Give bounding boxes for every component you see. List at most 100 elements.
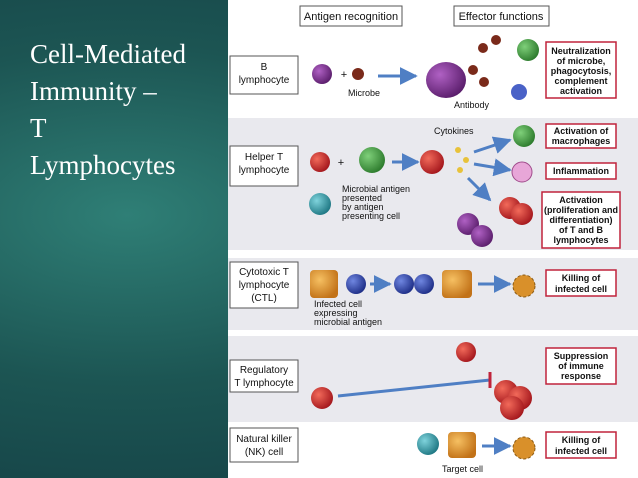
infected-label-1: Infected cell	[314, 299, 362, 309]
microbe-small-2	[478, 43, 488, 53]
microbe-small-4	[479, 77, 489, 87]
complement-icon	[511, 84, 527, 100]
cytokine-dot-3	[457, 167, 463, 173]
result-b-2: of microbe,	[557, 56, 606, 66]
result-act-5: lymphocytes	[553, 235, 608, 245]
result-killing-nk	[545, 431, 617, 459]
header-antigen-box	[299, 5, 403, 27]
plus-sign-2: +	[338, 157, 344, 169]
title-line-1: Cell-Mediated	[30, 39, 186, 69]
result-mac-2: macrophages	[552, 136, 611, 146]
result-killing-ctl	[545, 269, 617, 297]
nk-cell-icon	[417, 433, 439, 455]
b-proliferation-2	[471, 225, 493, 247]
immunity-figure: Antigen recognition Effector functions B…	[228, 0, 638, 478]
result-act-3: differentiation)	[550, 215, 613, 225]
b-cell-label-2: lymphocyte	[239, 75, 290, 86]
result-b-1: Neutralization	[551, 46, 611, 56]
result-ctl-2: infected cell	[555, 284, 607, 294]
antigen-label-3: by antigen	[342, 202, 384, 212]
result-act-1: Activation	[559, 195, 603, 205]
header-effector-box	[453, 5, 550, 27]
row-helper-t: Helper T lymphocyte + Microbial antigen …	[229, 123, 621, 249]
dying-cell-icon	[512, 274, 536, 298]
cytokine-dot-1	[455, 147, 461, 153]
result-nk-1: Killing of	[562, 435, 601, 445]
result-b-3: phagocytosis,	[551, 66, 612, 76]
ctl-label-2: lymphocyte	[239, 280, 290, 291]
arrow-activation	[466, 176, 492, 202]
phagocyte-icon	[517, 39, 539, 61]
result-activation-lymphocytes	[541, 191, 621, 249]
row-regulatory-t: Regulatory T lymphocyte Suppression of i…	[229, 342, 617, 420]
antibody-label: Antibody	[454, 100, 490, 110]
apc-icon	[359, 147, 385, 173]
result-nk-2: infected cell	[555, 446, 607, 456]
ctl-label-3: (CTL)	[251, 293, 277, 304]
infected-target-icon	[442, 270, 472, 298]
infected-label-2: expressing	[314, 308, 358, 318]
result-b-4: complement	[554, 76, 607, 86]
title-line-3: T	[30, 113, 47, 143]
result-treg-1: Suppression	[554, 351, 609, 361]
ctl-active-icon	[394, 274, 414, 294]
helper-label-1: Helper T	[245, 152, 283, 163]
row-b-lymphocyte: B lymphocyte + Microbe Antibody Neutrali…	[229, 35, 617, 110]
ctl-label-1: Cytotoxic T	[239, 267, 289, 278]
plus-sign: +	[341, 69, 347, 81]
slide-title: Cell-Mediated Immunity – T Lymphocytes	[30, 36, 220, 184]
microbe-label: Microbe	[348, 88, 380, 98]
result-act-4: of T and B	[559, 225, 603, 235]
treg-label-2: T lymphocyte	[234, 378, 294, 389]
macrophage-icon	[513, 125, 535, 147]
cytokines-label: Cytokines	[434, 126, 474, 136]
header-effector-functions: Effector functions	[459, 11, 544, 23]
target-cell-label: Target cell	[442, 464, 483, 474]
result-treg-2: of immune	[558, 361, 604, 371]
t-proliferation-2	[511, 203, 533, 225]
plasma-cell-icon	[426, 62, 466, 98]
ctl-icon	[346, 274, 366, 294]
treg-icon	[311, 387, 333, 409]
antigen-label-1: Microbial antigen	[342, 184, 410, 194]
result-neutralization	[545, 41, 617, 99]
row-nk-cell: Natural killer (NK) cell Target cell Kil…	[229, 427, 617, 474]
inflammation-icon	[511, 161, 533, 183]
antigen-label-4: presenting cell	[342, 211, 400, 221]
cytokine-dot-2	[463, 157, 469, 163]
effector-t-icon	[456, 342, 476, 362]
dendritic-cell-icon	[309, 193, 331, 215]
nk-dying-cell-icon	[512, 436, 536, 460]
title-line-4: Lymphocytes	[30, 150, 176, 180]
helper-t-icon	[310, 152, 330, 172]
infected-cell-icon	[310, 270, 338, 298]
suppression-arrow	[337, 378, 491, 398]
helper-label-2: lymphocyte	[239, 165, 290, 176]
result-inflammation	[545, 162, 617, 180]
microbe-icon	[352, 68, 364, 80]
header-antigen-recognition: Antigen recognition	[304, 11, 398, 23]
result-b-5: activation	[560, 86, 602, 96]
result-activation-macrophages	[545, 123, 617, 149]
b-cell-icon	[312, 64, 332, 84]
result-mac-1: Activation of	[554, 126, 610, 136]
antigen-label-2: presented	[342, 193, 382, 203]
b-cell-label-1: B	[261, 62, 268, 73]
arrow-inflammation	[473, 158, 512, 177]
nk-label-2: (NK) cell	[245, 447, 283, 458]
activated-helper-icon	[420, 150, 444, 174]
row-cytotoxic-t: Cytotoxic T lymphocyte (CTL) Infected ce…	[229, 261, 617, 327]
immunity-diagram: Antigen recognition Effector functions B…	[228, 5, 638, 474]
arrow-macrophage	[473, 136, 512, 154]
suppressed-t-3	[500, 396, 524, 420]
nk-label-1: Natural killer	[236, 434, 292, 445]
title-line-2: Immunity –	[30, 76, 157, 106]
result-suppression	[545, 347, 617, 385]
ctl-active-icon-2	[414, 274, 434, 294]
infected-label-3: microbial antigen	[314, 317, 382, 327]
result-ctl-1: Killing of	[562, 273, 601, 283]
result-act-2: (proliferation and	[544, 205, 618, 215]
treg-label-1: Regulatory	[240, 365, 288, 376]
result-treg-3: response	[561, 371, 601, 381]
microbe-small-1	[468, 65, 478, 75]
